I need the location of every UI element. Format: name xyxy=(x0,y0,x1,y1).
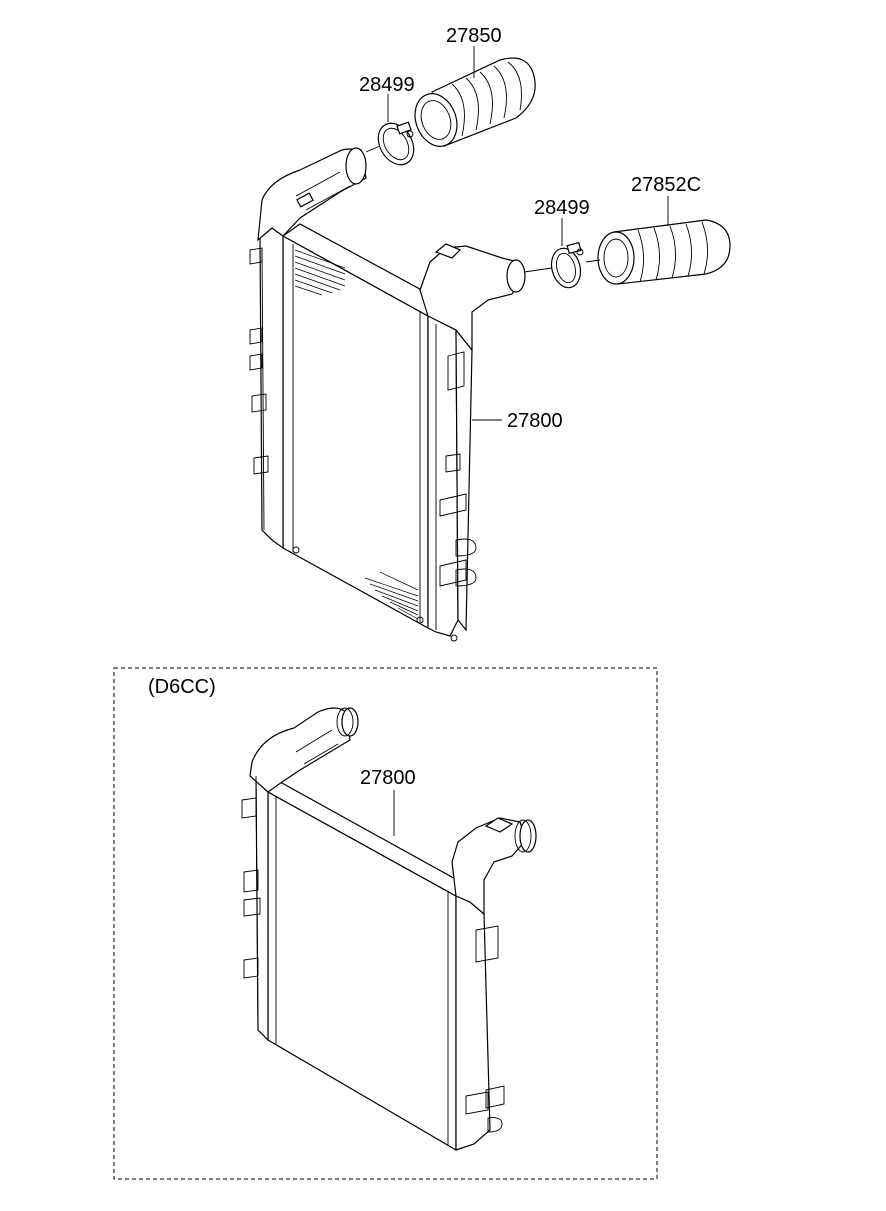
label-27800-variant: 27800 xyxy=(360,767,416,789)
label-27800-main: 27800 xyxy=(507,410,563,432)
intercooler-main xyxy=(249,147,526,642)
clamp-28499-upper xyxy=(377,121,415,166)
hose-27850 xyxy=(414,57,536,147)
leader-lines-upper xyxy=(365,46,669,421)
label-28499-right: 28499 xyxy=(534,197,590,219)
label-27852c: 27852C xyxy=(631,174,701,196)
clamp-28499-right xyxy=(550,241,584,289)
core-hatch-top xyxy=(294,249,346,296)
hose-27852c xyxy=(597,219,731,285)
core-hatch-bottom xyxy=(364,571,419,620)
intercooler-variant xyxy=(241,707,537,1152)
variant-frame xyxy=(113,667,658,1180)
label-variant: (D6CC) xyxy=(148,676,216,698)
label-28499-upper: 28499 xyxy=(359,74,415,96)
label-27850: 27850 xyxy=(446,25,502,47)
